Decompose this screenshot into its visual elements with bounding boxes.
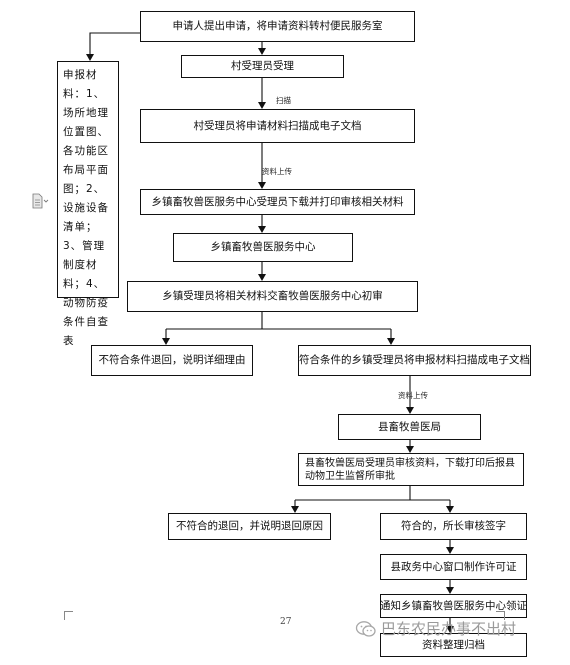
- step-township-scan: 符合条件的乡镇受理员将申报材料扫描成电子文档: [298, 345, 531, 376]
- step-reject-return: 不符合的退回，并说明退回原因: [168, 513, 331, 540]
- watermark-text: 巴东农民办事不出村: [381, 620, 517, 638]
- step-notify-collect: 通知乡镇畜牧兽医服务中心领证: [380, 594, 527, 618]
- step-county-bureau: 县畜牧兽医局: [338, 414, 481, 440]
- wechat-icon: [355, 620, 376, 637]
- step-village-scan: 村受理员将申请材料扫描成电子文档: [140, 109, 415, 143]
- label-upload-1: 资料上传: [262, 167, 292, 176]
- watermark: 巴东农民办事不出村: [355, 618, 516, 639]
- document-icon[interactable]: [32, 193, 50, 213]
- page-number: 27: [280, 617, 292, 627]
- step-director-sign: 符合的，所长审核签字: [380, 513, 527, 540]
- step-village-accept: 村受理员受理: [181, 55, 344, 78]
- step-make-license: 县政务中心窗口制作许可证: [380, 554, 527, 580]
- step-township-review: 乡镇受理员将相关材料交畜牧兽医服务中心初审: [127, 281, 418, 312]
- step-township-download: 乡镇畜牧兽医服务中心受理员下载并打印审核相关材料: [140, 189, 415, 215]
- step-reject-reason: 不符合条件退回，说明详细理由: [91, 345, 253, 376]
- step-archive: 资料整理归档: [380, 633, 527, 657]
- label-upload-2: 资料上传: [398, 391, 428, 400]
- side-note-materials: 申报材料：1、场所地理位置图、各功能区布局平面图；2、设施设备清单；3、管理制度…: [57, 61, 119, 347]
- page-corner-mark: [496, 611, 505, 620]
- arrow-s1-side: [86, 32, 140, 61]
- step-township-center: 乡镇畜牧兽医服务中心: [173, 233, 353, 262]
- step-county-audit: 县畜牧兽医局受理员审核资料，下载打印后报县动物卫生监督所审批: [298, 453, 524, 486]
- page-corner-mark: [64, 611, 73, 620]
- label-scan: 扫描: [276, 96, 291, 105]
- step-submit-application: 申请人提出申请，将申请资料转村便民服务室: [140, 11, 415, 42]
